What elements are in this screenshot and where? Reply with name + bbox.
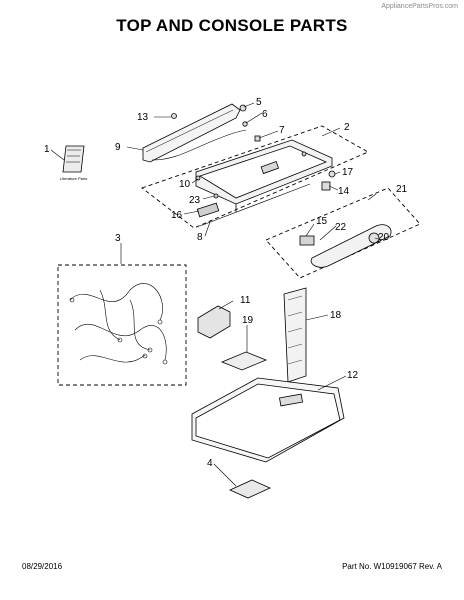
callout-22: 22 bbox=[335, 222, 347, 233]
wire-8 bbox=[199, 183, 311, 227]
callout-11: 11 bbox=[240, 295, 251, 306]
callout-20: 20 bbox=[378, 232, 390, 243]
callout-23: 23 bbox=[189, 195, 201, 206]
callout-1: 1 bbox=[44, 144, 50, 155]
console-rear-panel bbox=[142, 103, 247, 163]
screw-10 bbox=[195, 175, 201, 181]
top-panel-12 bbox=[191, 377, 345, 463]
console-housing bbox=[195, 139, 333, 212]
callout-15: 15 bbox=[316, 216, 328, 227]
page-title: TOP AND CONSOLE PARTS bbox=[116, 16, 348, 35]
callout-13: 13 bbox=[137, 112, 149, 123]
leader-lines bbox=[50, 102, 379, 487]
part-17 bbox=[328, 170, 336, 178]
callout-21: 21 bbox=[396, 184, 408, 195]
callout-17: 17 bbox=[342, 167, 354, 178]
part-14 bbox=[321, 181, 331, 191]
callout-numbers: 1 2 3 4 5 6 7 8 9 10 11 12 13 14 15 16 1… bbox=[44, 97, 408, 469]
literature-parts bbox=[62, 145, 85, 173]
callout-3: 3 bbox=[115, 233, 121, 244]
callout-18: 18 bbox=[330, 310, 342, 321]
part-19-duct bbox=[220, 351, 268, 371]
callout-16: 16 bbox=[171, 210, 183, 221]
footer-part-number: Part No. W10919067 Rev. A bbox=[342, 562, 442, 571]
callout-4: 4 bbox=[207, 458, 213, 469]
callout-8: 8 bbox=[197, 232, 203, 243]
footer-date: 08/29/2016 bbox=[22, 562, 63, 571]
part-5-clip bbox=[239, 104, 247, 112]
callout-7: 7 bbox=[279, 125, 285, 136]
callout-12: 12 bbox=[347, 370, 359, 381]
callout-2: 2 bbox=[344, 122, 350, 133]
lint-screen-18 bbox=[283, 287, 307, 383]
callout-14: 14 bbox=[338, 186, 350, 197]
screw-13 bbox=[171, 113, 177, 119]
watermark: AppliancePartsPros.com bbox=[381, 3, 458, 10]
screw-23 bbox=[213, 193, 219, 199]
callout-6: 6 bbox=[262, 109, 268, 120]
interface-panel bbox=[299, 224, 392, 268]
part-7-clip bbox=[254, 135, 261, 142]
callout-10: 10 bbox=[179, 179, 191, 190]
control-16 bbox=[196, 202, 220, 218]
callout-9: 9 bbox=[115, 142, 121, 153]
callout-5: 5 bbox=[256, 97, 262, 108]
interface-boundary bbox=[265, 187, 421, 279]
part-4-pad bbox=[229, 479, 271, 499]
literature-label: Literature Parts bbox=[60, 176, 87, 181]
console-assembly-boundary bbox=[141, 125, 370, 229]
wire-harness bbox=[69, 283, 168, 365]
callout-19: 19 bbox=[242, 315, 254, 326]
part-11-sensor bbox=[197, 305, 231, 339]
harness-boundary bbox=[57, 264, 187, 386]
